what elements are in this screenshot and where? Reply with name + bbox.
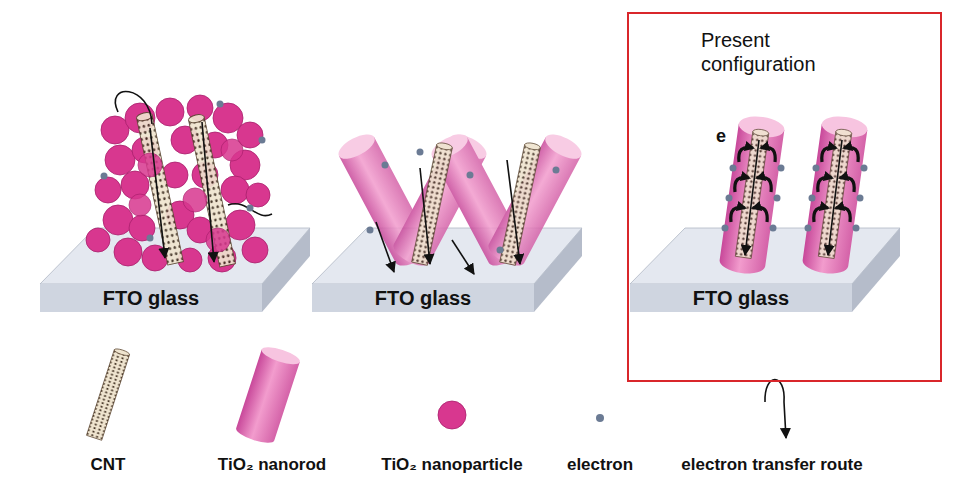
cnt: [136, 111, 184, 265]
nanorod: [718, 114, 785, 276]
nanorod-group: [335, 129, 585, 270]
legend-text: TiO₂ nanoparticle: [381, 455, 522, 475]
legend-particle-sample: [438, 401, 466, 429]
transfer-arrow: [376, 160, 520, 274]
electron-dot: [101, 101, 266, 242]
fto-slab: [312, 228, 582, 312]
transfer-arrow: [115, 91, 272, 262]
legend-cnt-sample: [86, 348, 130, 441]
fto-glass: FTO glass: [40, 284, 262, 312]
legend-text: TiO₂ nanorod: [218, 455, 326, 475]
substrate-label: FTO glass: [693, 287, 789, 310]
electron-label: e: [716, 126, 726, 147]
legend-electron-sample: [596, 414, 604, 422]
fto-glass: FTO glass: [630, 284, 852, 312]
substrate-label: FTO glass: [103, 287, 199, 310]
transfer-arrow: [731, 140, 858, 255]
present-frame: Present configurationFTO glass: [627, 12, 942, 382]
electron-dot: [367, 149, 560, 254]
cnt: [500, 142, 541, 266]
legend-text: CNT: [91, 455, 126, 475]
cnt: [412, 142, 453, 266]
electron-dot: [722, 165, 868, 232]
nanoparticle-front: [129, 139, 243, 252]
frame-heading: Present configuration: [701, 28, 851, 76]
substrate-label: FTO glass: [375, 287, 471, 310]
nanorod: [801, 114, 868, 276]
legend-route-sample: [765, 380, 786, 439]
legend-text: electron transfer route: [681, 455, 862, 475]
legend-text: electron: [567, 455, 633, 475]
fto-glass: FTO glass: [312, 284, 534, 312]
nanoparticle-cluster: [86, 95, 270, 272]
legend-rod-sample: [234, 344, 301, 446]
